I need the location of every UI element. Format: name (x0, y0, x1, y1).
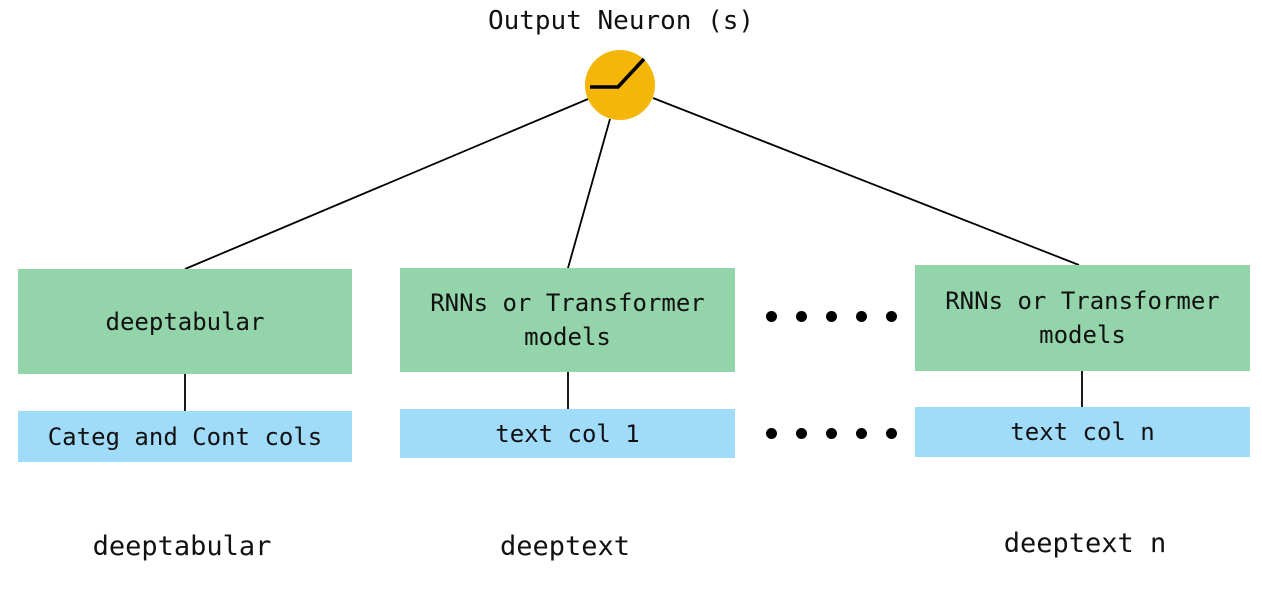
input-box-categ-cont-cols: Categ and Cont cols (18, 411, 352, 462)
input-box-text-col-n: text col n (915, 407, 1250, 457)
model-box-label: deeptabular (105, 307, 265, 336)
ellipsis-dot (826, 428, 837, 439)
model-box-deeptext-n: RNNs or Transformer models (915, 265, 1250, 371)
input-box-text-col-1: text col 1 (400, 409, 735, 458)
edge-output-to-deeptabular (184, 98, 589, 270)
ellipsis-row-models (766, 311, 897, 322)
ellipsis-dot (796, 311, 807, 322)
model-box-deeptabular: deeptabular (18, 269, 352, 374)
ellipsis-dot (766, 428, 777, 439)
component-label-deeptext-n: deeptext n (1003, 528, 1167, 559)
model-box-label: RNNs or Transformer models (945, 287, 1220, 349)
component-label-deeptext: deeptext (499, 531, 631, 562)
ellipsis-dot (796, 428, 807, 439)
ellipsis-row-inputs (766, 428, 897, 439)
ellipsis-dot (856, 428, 867, 439)
ellipsis-dot (886, 428, 897, 439)
activation-function-icon (590, 57, 646, 89)
model-box-deeptext-1: RNNs or Transformer models (400, 268, 735, 372)
edge-output-to-deeptext-1 (567, 118, 611, 269)
ellipsis-dot (856, 311, 867, 322)
input-box-label: text col n (1010, 418, 1155, 446)
ellipsis-dot (886, 311, 897, 322)
ellipsis-dot (826, 311, 837, 322)
input-box-label: text col 1 (495, 419, 640, 448)
diagram-title: Output Neuron (s) (487, 6, 755, 36)
input-box-label: Categ and Cont cols (47, 422, 323, 451)
ellipsis-dot (766, 311, 777, 322)
edge-output-to-deeptext-n (652, 97, 1080, 266)
model-box-label: RNNs or Transformer models (430, 289, 705, 351)
component-label-deeptabular: deeptabular (92, 531, 272, 562)
